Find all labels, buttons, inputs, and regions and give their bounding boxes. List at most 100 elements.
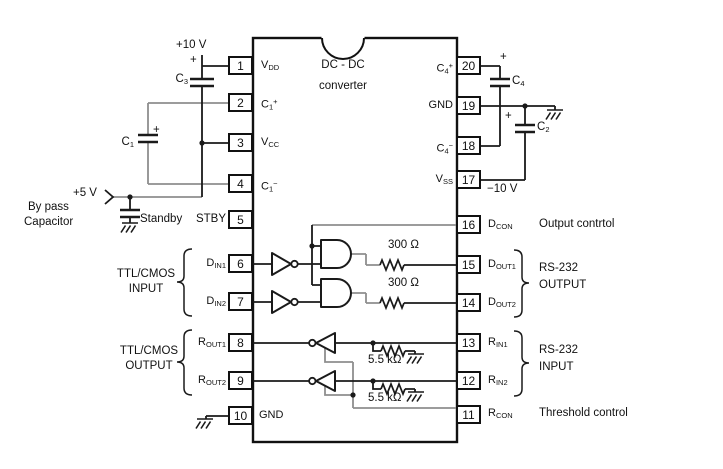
pin-12-box: 12 <box>456 371 481 390</box>
brace-rs232-output-icon <box>513 249 530 318</box>
rs232-input-label-line2: INPUT <box>539 361 574 373</box>
pin-label-din2: DIN2 <box>206 295 226 308</box>
brace-rs232-input-icon <box>513 330 530 397</box>
pin-label-dcon: DCON <box>488 218 513 231</box>
pin-17-box: 17 <box>456 170 481 189</box>
c3-label: C3 <box>175 73 188 86</box>
ground-pin19-icon <box>545 109 564 121</box>
pin-10-box: 10 <box>228 406 253 425</box>
supply-arrow-icon <box>104 189 115 205</box>
pin-label-rcon: RCON <box>488 407 513 420</box>
chip-body <box>251 35 459 444</box>
rs232-output-label-line2: OUTPUT <box>539 279 587 291</box>
capacitor-c1-icon <box>138 133 158 144</box>
pin-label-stby: STBY <box>195 213 226 225</box>
rs232-output-label-line1: RS-232 <box>539 262 578 274</box>
supply-5v-label: +5 V <box>73 187 97 199</box>
ground-bypass-icon <box>120 222 139 234</box>
braces <box>176 248 530 397</box>
supply-neg10v-label: −10 V <box>487 183 518 195</box>
pin-1-box: 1 <box>228 56 253 75</box>
pin-label-gnd-19: GND <box>428 99 453 111</box>
pin-16-box: 16 <box>456 215 481 234</box>
ground-pin10-icon <box>195 418 214 430</box>
chip-title-line1: DC - DC <box>321 59 365 71</box>
brace-ttl-output-icon <box>176 329 193 396</box>
receiver-2-bubble-icon <box>308 376 317 386</box>
resistor-55k-1-icon <box>380 343 406 359</box>
c1-label: C1 <box>121 136 134 149</box>
resistors <box>379 257 406 397</box>
junction-dots <box>127 103 528 398</box>
resistor-300-2-icon <box>379 295 405 311</box>
pin-label-vdd: VDD <box>261 59 280 72</box>
inverter-1-icon <box>271 252 292 276</box>
bypass-capacitor-icon <box>120 208 140 219</box>
resistor-300-1-icon <box>379 257 405 273</box>
resistor-300-1-label: 300 Ω <box>388 239 419 251</box>
ttl-cmos-input-label-line1: TTL/CMOS <box>116 268 176 280</box>
capacitor-plates <box>120 77 535 219</box>
c2-polarity-plus: + <box>505 110 512 122</box>
capacitor-c3-icon <box>190 77 214 88</box>
pin-11-box: 11 <box>456 405 481 424</box>
brace-ttl-input-icon <box>176 248 193 317</box>
inverter-2-bubble-icon <box>290 297 299 307</box>
pin-label-rin1: RIN1 <box>488 336 508 349</box>
ttl-cmos-output-label-line1: TTL/CMOS <box>119 345 179 357</box>
bypass-label-line2: Capacitor <box>24 216 74 228</box>
pin-label-vss: VSS <box>435 173 453 186</box>
capacitor-c4-icon <box>490 77 510 88</box>
and-gate-2-icon <box>320 278 352 308</box>
c1-polarity-plus: + <box>153 124 160 136</box>
inverter-2-icon <box>271 290 292 314</box>
gates <box>271 239 352 392</box>
receiver-buffer-2-icon <box>315 370 336 392</box>
receiver-1-bubble-icon <box>308 338 317 348</box>
ttl-cmos-input-label-line2: INPUT <box>128 283 164 295</box>
c4-label: C4 <box>512 75 525 88</box>
pin-8-box: 8 <box>228 333 253 352</box>
resistor-55k-2-icon <box>380 381 406 397</box>
receiver-buffer-1-icon <box>315 332 336 354</box>
pin-4-box: 4 <box>228 174 253 193</box>
pin-label-rin2: RIN2 <box>488 374 508 387</box>
pin-18-box: 18 <box>456 136 481 155</box>
pin-15-box: 15 <box>456 255 481 274</box>
c4-polarity-plus: + <box>500 51 507 63</box>
pin-3-box: 3 <box>228 133 253 152</box>
pin-9-box: 9 <box>228 371 253 390</box>
pin-label-c1-plus: C1+ <box>261 97 278 112</box>
rs232-input-label-line1: RS-232 <box>539 344 578 356</box>
chip-title-line2: converter <box>319 80 367 92</box>
pin-label-c4-minus: C4− <box>436 141 453 156</box>
pin-13-box: 13 <box>456 333 481 352</box>
pin-label-c4-plus: C4+ <box>436 61 453 76</box>
threshold-control-label: Threshold control <box>539 407 628 419</box>
bypass-label-line1: By pass <box>28 201 69 213</box>
pin-label-vcc: VCC <box>261 136 280 149</box>
resistor-55k-1-label: 5.5 kΩ <box>368 354 402 366</box>
c3-polarity-plus: + <box>190 54 197 66</box>
pin-label-dout1: DOUT1 <box>488 258 516 271</box>
supply-10v-label: +10 V <box>176 39 207 51</box>
pin-19-box: 19 <box>456 96 481 115</box>
pin-14-box: 14 <box>456 293 481 312</box>
pin-label-din1: DIN1 <box>206 257 226 270</box>
pin-2-box: 2 <box>228 93 253 112</box>
pin-label-gnd-10: GND <box>259 409 284 421</box>
pin-label-rout2: ROUT2 <box>198 374 226 387</box>
pin-5-box: 5 <box>228 210 253 229</box>
pin-label-dout2: DOUT2 <box>488 296 516 309</box>
resistor-55k-2-label: 5.5 kΩ <box>368 392 402 404</box>
capacitor-c2-icon <box>515 123 535 134</box>
standby-label: Standby <box>140 213 183 225</box>
pin-7-box: 7 <box>228 292 253 311</box>
wires-light <box>113 102 457 409</box>
and-gate-1-icon <box>320 239 352 269</box>
ttl-cmos-output-label-line2: OUTPUT <box>125 360 173 372</box>
output-control-label: Output contrtol <box>539 218 615 230</box>
pin-6-box: 6 <box>228 254 253 273</box>
